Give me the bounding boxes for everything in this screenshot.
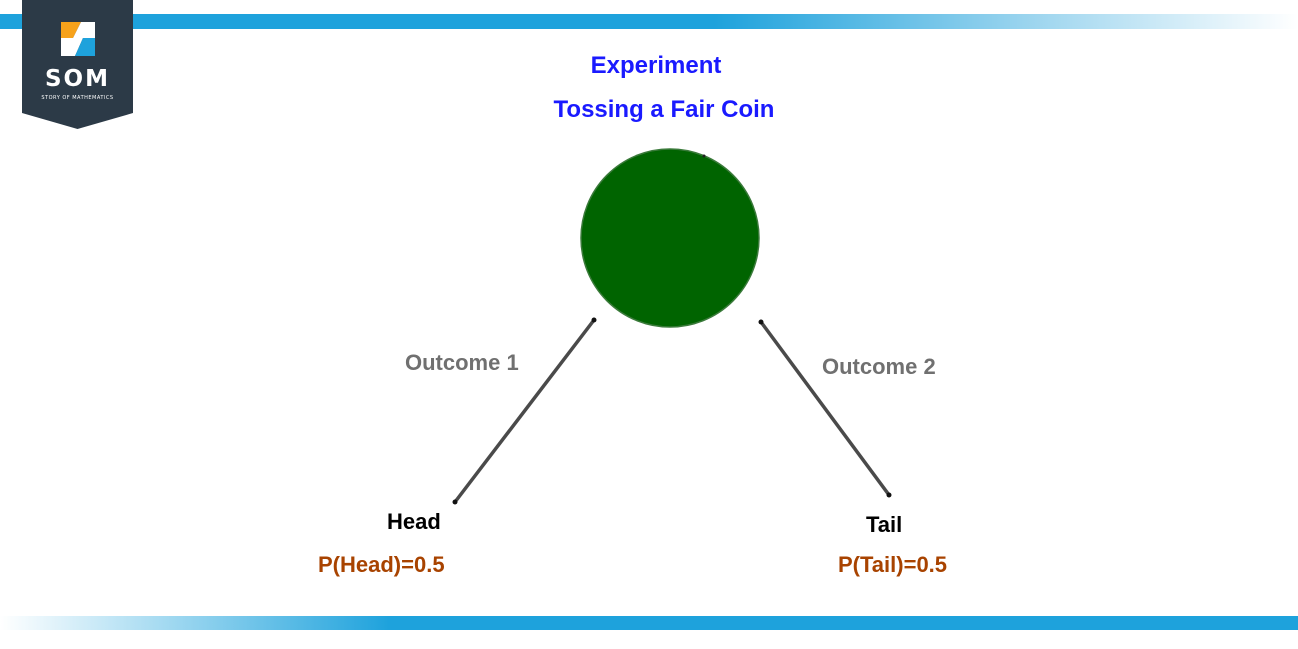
- diagram-title: Experiment: [590, 52, 722, 79]
- logo-wordmark: SOM: [44, 66, 110, 92]
- coin-marker: [702, 154, 706, 158]
- bottom-decorative-band: [0, 616, 1298, 630]
- head-node-label: Head: [387, 509, 441, 534]
- branch-tail-end-dot: [886, 492, 892, 498]
- coin-node: [580, 148, 760, 328]
- branch-line-tail: [759, 320, 891, 497]
- branch-head-start-dot: [591, 317, 597, 323]
- branch-tail-start-dot: [758, 319, 764, 325]
- top-decorative-band: [0, 14, 1298, 29]
- outcome-1-label: Outcome 1: [405, 350, 519, 375]
- som-logo: SOM STORY OF MATHEMATICS: [22, 0, 133, 129]
- logo-tagline: STORY OF MATHEMATICS: [41, 95, 114, 101]
- diagram-subtitle: Tossing a Fair Coin: [553, 96, 775, 123]
- tail-probability: P(Tail)=0.5: [838, 552, 948, 577]
- branch-line-head: [453, 318, 596, 504]
- outcome-2-label: Outcome 2: [822, 354, 936, 379]
- logo-badge-icon: [22, 0, 133, 129]
- tail-node-label: Tail: [866, 512, 903, 537]
- head-probability: P(Head)=0.5: [318, 552, 445, 577]
- branch-head-end-dot: [452, 499, 458, 505]
